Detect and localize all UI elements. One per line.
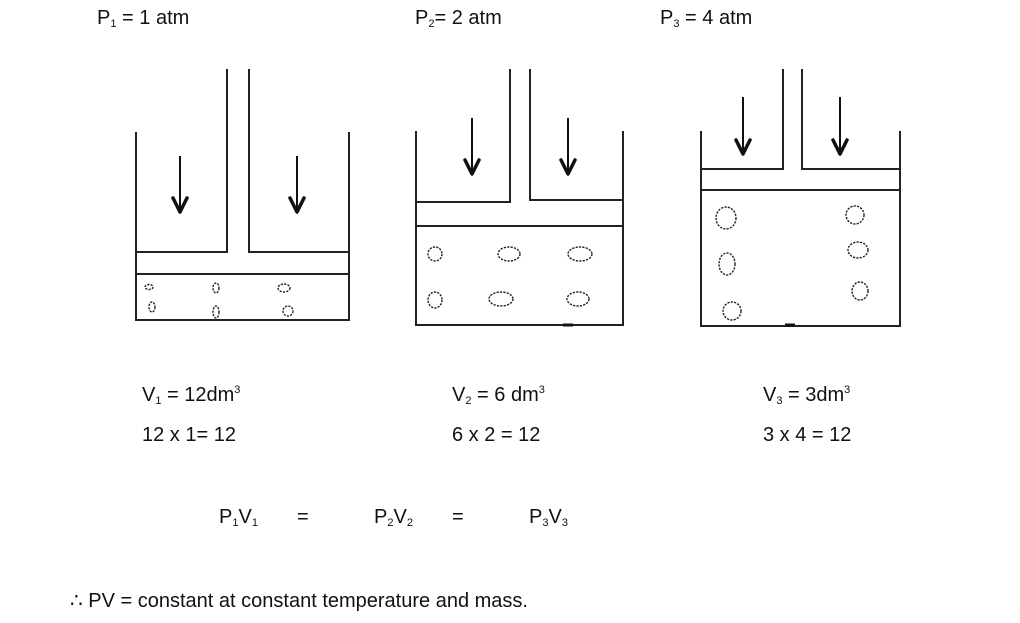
p-subscript: 1 <box>232 517 239 529</box>
cylinder-1 <box>135 69 350 321</box>
volume-subscript: 1 <box>155 395 162 407</box>
p-symbol: P <box>219 506 233 528</box>
volume-subscript: 3 <box>776 395 783 407</box>
volume-symbol: V <box>452 384 466 406</box>
gas-molecule <box>427 246 443 262</box>
piston-left <box>136 69 228 253</box>
cylinder-wall <box>700 131 901 327</box>
v-subscript: 2 <box>406 517 413 529</box>
piston-right <box>529 69 623 201</box>
p-symbol: P <box>374 506 388 528</box>
volume-symbol: V <box>763 384 777 406</box>
pressure-value: = 1 atm <box>116 7 190 29</box>
gas-molecule <box>715 206 737 230</box>
equation-term-1: P1V1 <box>219 507 258 529</box>
product-label-3: 3 x 4 = 12 <box>763 424 852 446</box>
gas-molecule <box>212 305 220 319</box>
p-subscript: 2 <box>387 517 394 529</box>
volume-label-3: V3 = 3dm3 <box>763 385 850 407</box>
conclusion-text: ∴ PV = constant at constant temperature … <box>70 590 528 612</box>
unit-superscript: 3 <box>234 384 241 396</box>
cylinder-3 <box>700 69 901 327</box>
volume-value: = 12dm <box>161 384 235 406</box>
cylinder-wall <box>135 132 350 321</box>
down-arrow-icon <box>559 118 577 176</box>
v-symbol: V <box>548 506 562 528</box>
down-arrow-icon <box>734 97 752 156</box>
v-symbol: V <box>238 506 252 528</box>
gas-molecule <box>722 301 742 321</box>
piston-right <box>248 69 349 253</box>
pressure-symbol: P <box>415 7 429 29</box>
v-subscript: 3 <box>561 517 568 529</box>
equals-sign: = <box>452 506 464 528</box>
equals-sign: = <box>297 506 309 528</box>
piston-right <box>801 69 900 170</box>
v-subscript: 1 <box>251 517 258 529</box>
cylinder-2 <box>415 69 624 327</box>
pressure-symbol: P <box>97 7 111 29</box>
cylinder-wall <box>415 131 624 326</box>
down-arrow-icon <box>831 97 849 156</box>
down-arrow-icon <box>463 118 481 176</box>
gas-molecule <box>277 283 291 293</box>
pressure-label-3: P3 = 4 atm <box>660 8 752 30</box>
p-symbol: P <box>529 506 543 528</box>
gas-molecule <box>851 281 869 301</box>
volume-label-2: V2 = 6 dm3 <box>452 385 545 407</box>
equation-term-2: P2V2 <box>374 507 413 529</box>
v-symbol: V <box>393 506 407 528</box>
product-label-2: 6 x 2 = 12 <box>452 424 541 446</box>
gas-molecule <box>282 305 294 317</box>
gas-molecule <box>148 301 156 313</box>
pressure-label-2: P2= 2 atm <box>415 8 502 30</box>
gas-molecule <box>144 283 154 291</box>
equation-term-3: P3V3 <box>529 507 568 529</box>
unit-superscript: 3 <box>538 384 545 396</box>
gas-molecule <box>488 291 514 307</box>
down-arrow-icon <box>288 156 306 214</box>
gas-molecule <box>427 291 443 309</box>
down-arrow-icon <box>171 156 189 214</box>
p-subscript: 3 <box>542 517 549 529</box>
gas-molecule <box>497 246 521 262</box>
gas-molecule <box>567 246 593 262</box>
volume-label-1: V1 = 12dm3 <box>142 385 240 407</box>
gas-molecule <box>212 282 220 294</box>
pressure-label-1: P1 = 1 atm <box>97 8 189 30</box>
pressure-subscript: 2 <box>428 18 435 30</box>
gas-molecule <box>845 205 865 225</box>
gas-molecule <box>847 241 869 259</box>
pressure-value: = 2 atm <box>434 7 502 29</box>
volume-subscript: 2 <box>465 395 472 407</box>
piston-left <box>416 69 511 203</box>
volume-value: = 3dm <box>782 384 845 406</box>
volume-symbol: V <box>142 384 156 406</box>
gas-molecule <box>718 252 736 276</box>
volume-value: = 6 dm <box>471 384 539 406</box>
unit-superscript: 3 <box>844 384 851 396</box>
product-label-1: 12 x 1= 12 <box>142 424 236 446</box>
piston-left <box>701 69 784 170</box>
pressure-symbol: P <box>660 7 674 29</box>
pressure-subscript: 3 <box>673 18 680 30</box>
pressure-value: = 4 atm <box>679 7 753 29</box>
gas-molecule <box>566 291 590 307</box>
pressure-subscript: 1 <box>110 18 117 30</box>
